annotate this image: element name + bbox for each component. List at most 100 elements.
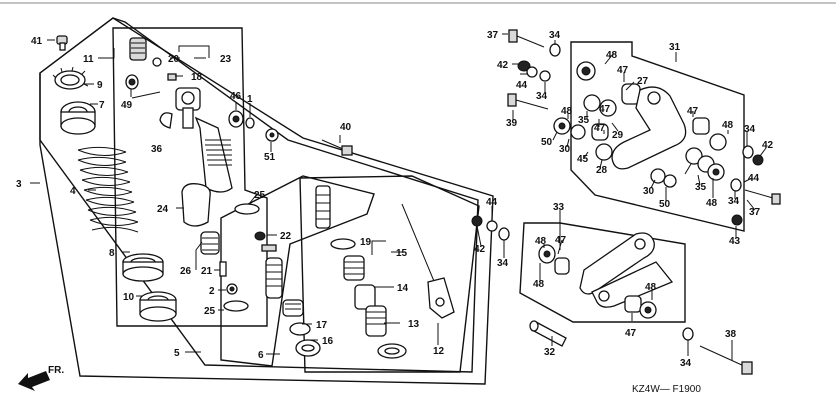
part-49-bushing xyxy=(125,74,139,90)
callout-43: 43 xyxy=(729,236,741,247)
part-8-spring-seat xyxy=(122,253,164,282)
callout-19: 19 xyxy=(360,237,372,248)
part-42-44-nuts xyxy=(517,60,551,82)
part-41-bolt xyxy=(56,35,68,51)
callout-17: 17 xyxy=(316,320,328,331)
part-24-bump-rubber xyxy=(181,183,211,227)
part-39-bolt xyxy=(507,93,549,110)
part-31-hole xyxy=(647,91,661,105)
frame-31 xyxy=(570,41,745,232)
callout-34c: 34 xyxy=(744,124,756,135)
callout-6: 6 xyxy=(258,350,264,361)
callout-21: 21 xyxy=(201,266,213,277)
callout-24: 24 xyxy=(157,204,169,215)
frame-damper xyxy=(112,27,268,327)
part-36-clip xyxy=(159,112,173,129)
callout-34b: 34 xyxy=(536,91,548,102)
callout-5: 5 xyxy=(174,348,180,359)
part-42-nut-right xyxy=(752,154,764,166)
callout-22: 22 xyxy=(280,231,292,242)
callout-31: 31 xyxy=(669,42,681,53)
callout-18: 18 xyxy=(191,72,203,83)
callout-15: 15 xyxy=(396,248,408,259)
callout-48d: 48 xyxy=(706,198,718,209)
part-25-circlip-lower xyxy=(223,300,249,312)
callout-36: 36 xyxy=(151,144,163,155)
part-31-bearings xyxy=(553,61,727,188)
part-6-piston-assy xyxy=(261,244,321,357)
callout-42: 42 xyxy=(497,60,509,71)
callout-42c: 42 xyxy=(474,244,486,255)
callout-1: 1 xyxy=(247,94,253,105)
callout-11: 11 xyxy=(83,54,94,65)
callout-46: 46 xyxy=(230,91,242,102)
part-25-circlip-upper xyxy=(234,203,260,215)
front-direction-arrow-icon xyxy=(18,371,50,391)
callout-47b: 47 xyxy=(599,104,611,115)
part-31-link-arm xyxy=(611,86,687,170)
callout-44: 44 xyxy=(516,80,528,91)
part-46-seal xyxy=(228,110,244,128)
callout-37: 37 xyxy=(487,30,499,41)
callout-48b: 48 xyxy=(561,106,573,117)
part-33-tie-rod xyxy=(538,232,674,319)
part-40-bolt xyxy=(321,139,353,156)
callout-12: 12 xyxy=(433,346,445,357)
callout-51: 51 xyxy=(264,152,276,163)
part-20-washer xyxy=(152,57,162,67)
part-34-washer-right xyxy=(742,145,754,159)
part-11-upper-bushing xyxy=(129,37,147,61)
callout-9: 9 xyxy=(97,80,103,91)
callout-3: 3 xyxy=(16,179,22,190)
part-15-valve-group xyxy=(315,185,407,359)
callout-48g: 48 xyxy=(645,282,657,293)
part-51-nut xyxy=(265,128,279,142)
callout-labels: 41 11 20 23 18 9 7 49 46 1 36 51 40 3 4 … xyxy=(16,30,774,369)
callout-7: 7 xyxy=(99,100,105,111)
part-9-locknut xyxy=(52,66,89,90)
callout-25: 25 xyxy=(254,190,266,201)
callout-4: 4 xyxy=(70,186,76,197)
callout-48c: 48 xyxy=(722,120,734,131)
callout-16: 16 xyxy=(322,336,334,347)
callout-49: 49 xyxy=(121,100,133,111)
callout-26: 26 xyxy=(180,266,192,277)
callout-47e: 47 xyxy=(555,235,567,246)
callout-34: 34 xyxy=(549,30,561,41)
part-10-lower-seat xyxy=(139,291,177,322)
callout-47d: 47 xyxy=(687,106,699,117)
callout-20: 20 xyxy=(168,54,180,65)
callout-42b: 42 xyxy=(762,140,774,151)
callout-48f: 48 xyxy=(533,279,545,290)
frame-inner-5 xyxy=(39,17,479,373)
part-37-bolt-top xyxy=(508,29,545,48)
part-1-oring xyxy=(245,117,255,129)
part-38-bolt xyxy=(699,345,753,375)
part-12-damper-rod xyxy=(401,203,455,319)
callout-8: 8 xyxy=(109,248,115,259)
part-34-washer-lower xyxy=(730,178,742,192)
callout-47f: 47 xyxy=(625,328,637,339)
callout-13: 13 xyxy=(408,319,420,330)
part-4-spring xyxy=(77,146,139,233)
callout-44b: 44 xyxy=(748,173,760,184)
callout-44c: 44 xyxy=(486,197,498,208)
part-37-bolt-right xyxy=(744,189,781,205)
callout-35: 35 xyxy=(578,115,590,126)
callout-50b: 50 xyxy=(659,199,671,210)
callout-23: 23 xyxy=(220,54,232,65)
callout-30b: 30 xyxy=(643,186,655,197)
callout-48e: 48 xyxy=(535,236,547,247)
callout-14: 14 xyxy=(397,283,409,294)
callout-27: 27 xyxy=(637,76,649,87)
part-43-nut xyxy=(731,214,743,226)
callout-29: 29 xyxy=(612,130,624,141)
part-22-nut xyxy=(254,231,266,241)
part-2-nut xyxy=(226,283,238,295)
callout-10: 10 xyxy=(123,292,135,303)
diagram-code: KZ4W— F1900 xyxy=(632,384,701,395)
callout-28: 28 xyxy=(596,165,608,176)
callout-34f: 34 xyxy=(680,358,692,369)
